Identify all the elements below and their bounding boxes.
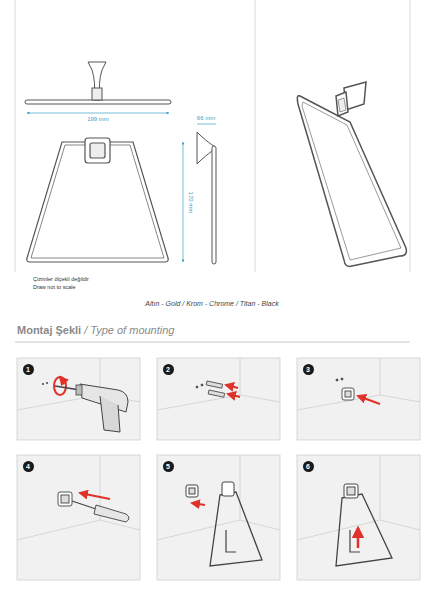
callout-number: 1 (23, 364, 34, 375)
dimension: 199 mm (87, 116, 109, 123)
note: Draw not to scale (33, 284, 76, 290)
section-heading: / Type of mounting (84, 324, 174, 337)
note: Çizimler ölçekli değildir (33, 276, 89, 282)
dimension: 66 mm (197, 115, 215, 122)
callout-number: 3 (303, 364, 314, 375)
section-heading: Montaj Şekli (17, 324, 81, 337)
dimension: 170 mm (188, 190, 195, 214)
callout-number: 5 (163, 461, 174, 472)
finish-list: Altın - Gold / Krom - Chrome / Titan - B… (145, 300, 278, 308)
callout-number: 6 (303, 461, 314, 472)
callout-number: 2 (163, 364, 174, 375)
callout-number: 4 (23, 461, 34, 472)
